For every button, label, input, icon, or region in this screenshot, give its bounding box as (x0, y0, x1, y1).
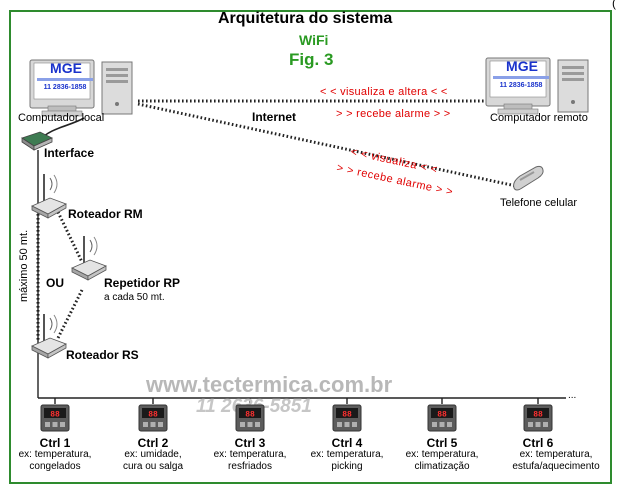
phone-label: Telefone celular (500, 197, 578, 209)
svg-text:88: 88 (148, 411, 158, 420)
or-label: OU (46, 276, 64, 290)
svg-text:88: 88 (342, 411, 352, 420)
frame-border (9, 10, 612, 484)
remote-link-top: < < visualiza e altera < < (320, 86, 448, 98)
local-screen-brand: MGE (50, 60, 82, 76)
repeater-rp-sublabel: a cada 50 mt. (104, 292, 165, 303)
max-distance-label: máximo 50 mt. (18, 229, 30, 302)
router-rm-icon (31, 174, 67, 219)
remote-screen-strip (493, 76, 549, 79)
local-screen-phone: 11 2836-1858 (43, 84, 87, 91)
repeater-rp-icon (71, 236, 107, 281)
svg-text:88: 88 (533, 411, 543, 420)
ctrl-4-name: Ctrl 4 (331, 436, 363, 450)
local-screen-strip (37, 78, 93, 81)
watermark-url: www.tectermica.com.br (146, 372, 393, 397)
controller-unit-icon-5: 88 (427, 404, 457, 432)
remote-screen-brand: MGE (506, 58, 538, 74)
ctrl-2-desc1: ex: umidade, (124, 449, 182, 460)
repeater-rp-label: Repetidor RP (104, 276, 181, 290)
ctrl-6-desc1: ex: temperatura, (519, 449, 593, 460)
remote-link-bottom: > > recebe alarme > > (336, 108, 451, 120)
ctrl-3-desc2: resfriados (228, 461, 272, 472)
svg-text:88: 88 (437, 411, 447, 420)
internet-label: Internet (252, 110, 297, 124)
ctrl-5-desc2: climatização (414, 461, 470, 472)
corner-mark: ( (612, 0, 616, 10)
figure-label: Fig. 3 (289, 50, 334, 69)
line-local-phone (137, 102, 517, 188)
controller-unit-icon-4: 88 (332, 404, 362, 432)
diagram-subtitle: WiFi (299, 32, 329, 48)
diagram-title: Arquitetura do sistema (218, 10, 393, 27)
ctrl-3-name: Ctrl 3 (234, 436, 266, 450)
ctrl-1-desc1: ex: temperatura, (18, 449, 92, 460)
router-rm-label: Roteador RM (68, 207, 143, 221)
ctrl-2-name: Ctrl 2 (137, 436, 169, 450)
bus-continuation: ... (568, 390, 577, 401)
computer-remote-label: Computador remoto (490, 112, 588, 124)
router-rs-label: Roteador RS (66, 348, 139, 362)
ctrl-1-desc2: congelados (29, 461, 81, 472)
controller-unit-icon-1: 88 (40, 404, 70, 432)
computer-remote-icon (485, 57, 589, 115)
ctrl-3-desc1: ex: temperatura, (213, 449, 287, 460)
ctrl-4-desc1: ex: temperatura, (310, 449, 384, 460)
mobile-phone-icon (513, 165, 544, 191)
controller-unit-icon-3: 88 (235, 404, 265, 432)
remote-screen-phone: 11 2836-1858 (499, 82, 543, 89)
ctrl-6-desc2: estufa/aquecimento (512, 461, 600, 472)
ctrl-2-desc2: cura ou salga (122, 461, 184, 472)
svg-text:88: 88 (245, 411, 255, 420)
computer-local-label: Computador local (18, 112, 105, 124)
router-rs-icon (31, 314, 67, 359)
computer-local-icon (29, 59, 133, 117)
ctrl-1-name: Ctrl 1 (39, 436, 71, 450)
controller-unit-icon-2: 88 (138, 404, 168, 432)
interface-device-icon (21, 131, 53, 151)
interface-label: Interface (44, 146, 95, 160)
controller-unit-icon-6: 88 (523, 404, 553, 432)
ctrl-5-desc1: ex: temperatura, (405, 449, 479, 460)
ctrl-5-name: Ctrl 5 (426, 436, 458, 450)
ctrl-4-desc2: picking (331, 461, 363, 472)
svg-text:88: 88 (50, 411, 60, 420)
line-rm-rp (56, 211, 84, 263)
line-rp-rs (56, 289, 84, 339)
ctrl-6-name: Ctrl 6 (522, 436, 554, 450)
